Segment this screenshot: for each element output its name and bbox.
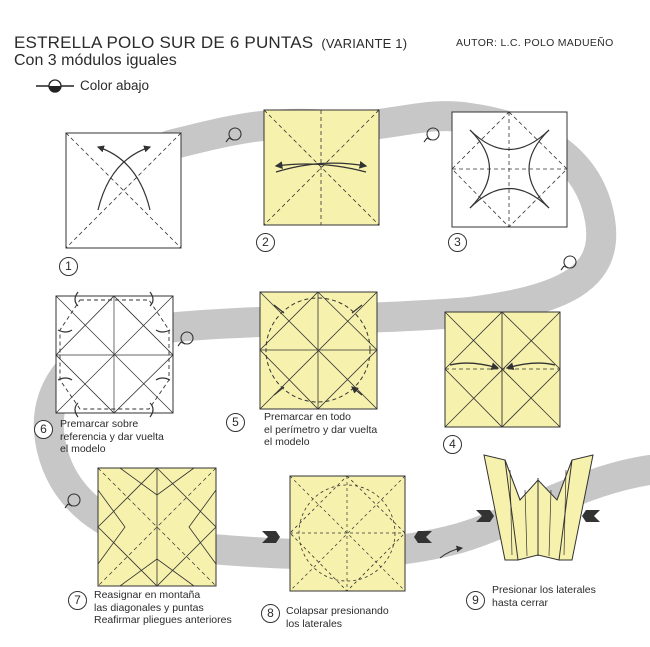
step-number-9: 9 (466, 591, 485, 610)
step1-model (65, 132, 182, 249)
step9-caption-line-2: hasta cerrar (492, 596, 549, 609)
step-number-1: 1 (59, 257, 78, 276)
step7-caption-line-1: Reasignar en montaña (94, 589, 201, 601)
step8-caption: Colapsar presionando los laterales (286, 605, 389, 630)
step-number-3: 3 (448, 233, 467, 252)
half-filled-circle-icon (36, 79, 74, 93)
step-number-4: 4 (443, 435, 462, 454)
step4-model (444, 311, 561, 428)
step5-model (259, 291, 378, 410)
step7-model (97, 467, 217, 587)
title-text: ESTRELLA POLO SUR DE 6 PUNTAS (14, 33, 314, 52)
push-arrow-left (262, 531, 280, 543)
author-credit: AUTOR: L.C. POLO MADUEÑO (456, 37, 614, 49)
turn-over-icon-5 (64, 493, 81, 509)
step9-caption: Presionar los laterales hasta cerrar (492, 584, 596, 609)
step5-caption-line-2: el perímetro y dar vuelta (264, 423, 378, 436)
step7-caption: Reasignar en montaña las diagonales y pu… (94, 589, 232, 627)
diagram-title: ESTRELLA POLO SUR DE 6 PUNTAS (VARIANTE 1… (14, 33, 407, 53)
push-arrow-right-9 (582, 510, 600, 522)
step8-model (289, 475, 406, 592)
step-number-8: 8 (261, 604, 280, 623)
step6-model (55, 291, 174, 418)
step6-caption-line-2: referencia y dar vuelta (60, 430, 164, 443)
step-number-2: 2 (256, 233, 275, 252)
step7-caption-line-2: las diagonales y puntas (94, 601, 204, 614)
legend-label: Color abajo (80, 78, 150, 93)
step6-caption: Premarcar sobre referencia y dar vuelta … (60, 418, 164, 456)
step7-caption-line-3: Reafirmar pliegues anteriores (94, 614, 232, 626)
step5-caption-line-3: el modelo (264, 436, 310, 448)
step9-model (483, 454, 594, 561)
title-variant: (VARIANTE 1) (321, 36, 408, 51)
push-arrow-right (414, 531, 432, 543)
next-step-arrow (439, 545, 464, 559)
diagram-subtitle: Con 3 módulos iguales (14, 52, 177, 69)
step8-caption-line-1: Colapsar presionando (286, 605, 389, 617)
step5-caption-line-1: Premarcar en todo (264, 411, 351, 423)
step-number-5: 5 (226, 413, 245, 432)
step2-model (263, 109, 380, 226)
step8-caption-line-2: los laterales (286, 617, 343, 630)
step6-caption-line-3: el modelo (60, 443, 106, 455)
turn-over-icon-4 (177, 331, 194, 347)
turn-over-icon-2 (423, 127, 440, 143)
step5-caption: Premarcar en todo el perímetro y dar vue… (264, 411, 377, 449)
step6-caption-line-1: Premarcar sobre (60, 418, 139, 430)
step3-model (451, 111, 568, 228)
step-number-6: 6 (34, 420, 53, 439)
turn-over-icon-1 (225, 127, 242, 143)
push-arrow-left-9 (476, 510, 494, 522)
turn-over-icon-3 (560, 255, 577, 271)
step9-caption-line-1: Presionar los laterales (492, 584, 596, 596)
step-number-7: 7 (68, 591, 87, 610)
